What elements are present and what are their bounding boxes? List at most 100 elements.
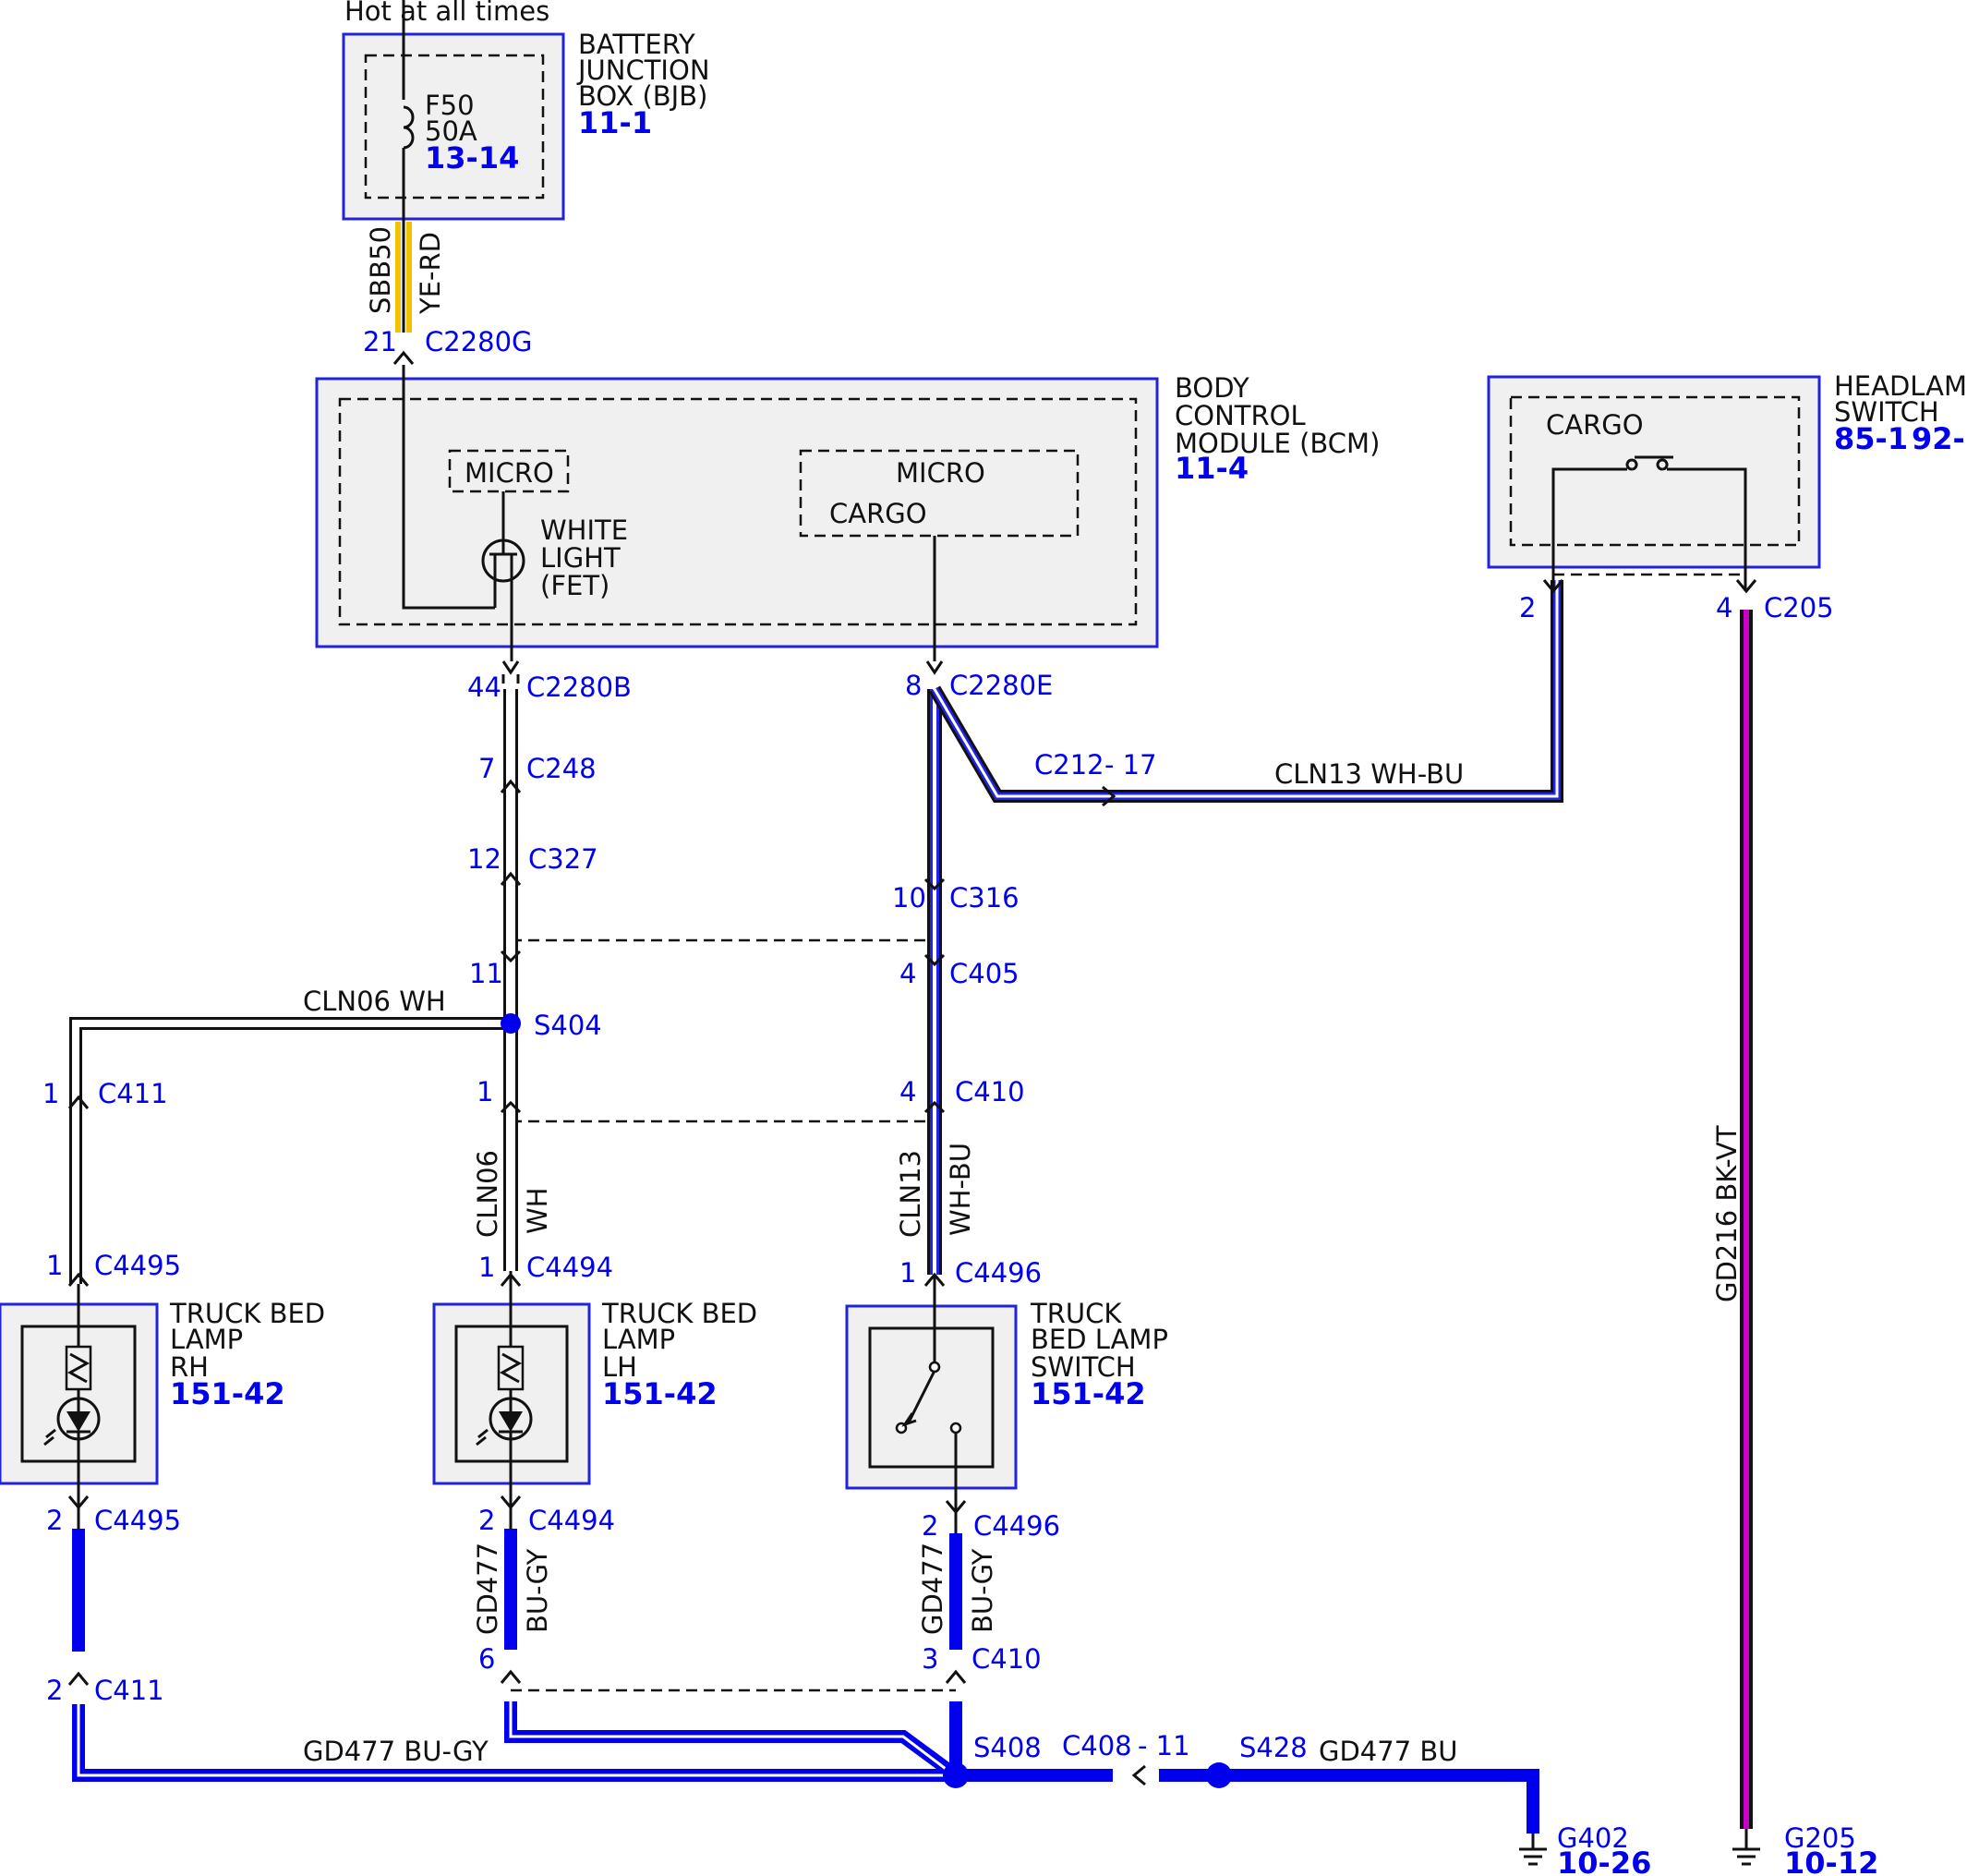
svg-text:C212: C212 xyxy=(1034,749,1104,781)
svg-text:CONTROL: CONTROL xyxy=(1175,400,1306,431)
svg-text:BU-GY: BU-GY xyxy=(522,1548,553,1633)
svg-text:C2280G: C2280G xyxy=(425,326,533,357)
svg-text:MICRO: MICRO xyxy=(896,457,985,489)
svg-text:(FET): (FET) xyxy=(540,570,609,601)
svg-text:S428: S428 xyxy=(1239,1732,1308,1763)
svg-text:1: 1 xyxy=(899,1257,916,1289)
svg-text:10-12: 10-12 xyxy=(1784,1846,1878,1876)
svg-text:44: 44 xyxy=(467,672,501,703)
svg-text:C4495: C4495 xyxy=(94,1505,181,1536)
svg-text:BOX (BJB): BOX (BJB) xyxy=(578,80,707,112)
fuse-ref: 13-14 xyxy=(425,140,519,175)
svg-text:11-1: 11-1 xyxy=(578,105,652,140)
svg-text:C411: C411 xyxy=(98,1078,168,1109)
svg-text:C4496: C4496 xyxy=(955,1257,1042,1289)
svg-text:7: 7 xyxy=(478,753,495,784)
splice-s428 xyxy=(1206,1762,1232,1788)
svg-text:C4494: C4494 xyxy=(528,1505,615,1536)
svg-text:BATTERY: BATTERY xyxy=(578,29,695,60)
svg-text:- 11: - 11 xyxy=(1138,1730,1190,1761)
svg-text:C248: C248 xyxy=(526,753,597,784)
splice-s404 xyxy=(501,1013,521,1034)
wire-label-cln13-whbu: CLN13 WH-BU xyxy=(1274,758,1464,790)
svg-text:C2280E: C2280E xyxy=(949,670,1053,701)
wire-label-yerd: YE-RD xyxy=(415,232,446,315)
svg-text:85-1: 85-1 xyxy=(1834,421,1908,456)
svg-text:G205: G205 xyxy=(1784,1822,1856,1854)
bcm-micro2-box xyxy=(799,449,1080,538)
splice-s408 xyxy=(943,1762,969,1788)
lamp-lh-symbol xyxy=(476,1271,533,1496)
svg-text:TRUCK BED: TRUCK BED xyxy=(601,1298,757,1329)
svg-text:4: 4 xyxy=(1716,592,1732,623)
svg-text:2: 2 xyxy=(922,1510,938,1542)
svg-text:LAMP: LAMP xyxy=(602,1324,675,1355)
wire-label-gd216: GD216 BK-VT xyxy=(1711,1125,1743,1302)
svg-text:SWITCH: SWITCH xyxy=(1834,396,1939,428)
svg-text:C2280B: C2280B xyxy=(526,672,632,703)
wire-label-gd477-bugy: GD477 BU-GY xyxy=(303,1736,489,1767)
svg-text:GD477: GD477 xyxy=(917,1543,948,1635)
svg-text:S404: S404 xyxy=(534,1010,602,1041)
switch-label: TRUCK BED LAMP SWITCH 151-42 xyxy=(1030,1298,1168,1411)
svg-text:C408: C408 xyxy=(1062,1730,1132,1761)
svg-text:WHITE: WHITE xyxy=(540,514,628,546)
bjb-label: BATTERY JUNCTION BOX (BJB) 11-1 xyxy=(576,29,710,140)
svg-text:LH: LH xyxy=(602,1351,637,1383)
headlamp-box xyxy=(1487,375,1821,569)
svg-text:BODY: BODY xyxy=(1175,372,1249,404)
svg-text:2: 2 xyxy=(1519,592,1536,623)
headlamp-inner xyxy=(1509,395,1801,547)
svg-text:G402: G402 xyxy=(1557,1822,1629,1854)
svg-text:- 17: - 17 xyxy=(1104,749,1157,781)
svg-text:MODULE (BCM): MODULE (BCM) xyxy=(1175,428,1380,459)
lamp-lh-label: TRUCK BED LAMP LH 151-42 xyxy=(601,1298,757,1411)
svg-text:C410: C410 xyxy=(971,1643,1042,1675)
svg-text:WH-BU: WH-BU xyxy=(945,1143,976,1236)
svg-text:RH: RH xyxy=(170,1351,209,1383)
svg-text:12: 12 xyxy=(467,843,501,875)
svg-text:2: 2 xyxy=(478,1505,495,1536)
ground-g402-icon xyxy=(1519,1834,1547,1866)
svg-text:4: 4 xyxy=(899,958,916,989)
svg-text:TRUCK: TRUCK xyxy=(1030,1298,1122,1329)
lamp-rh-label: TRUCK BED LAMP RH 151-42 xyxy=(169,1298,325,1411)
svg-text:JUNCTION: JUNCTION xyxy=(576,54,710,86)
wire-cln06-main xyxy=(503,689,518,1271)
svg-text:S408: S408 xyxy=(973,1732,1042,1763)
wire-label-cln06-wh: CLN06 WH xyxy=(303,986,446,1017)
svg-text:6: 6 xyxy=(478,1643,495,1675)
svg-text:LIGHT: LIGHT xyxy=(540,542,621,574)
svg-text:TRUCK BED: TRUCK BED xyxy=(169,1298,325,1329)
switch-symbol xyxy=(895,1275,962,1501)
headlamp-label: HEADLAMP SWITCH 85-1 92-1 xyxy=(1834,370,1967,456)
svg-text:BU-GY: BU-GY xyxy=(967,1548,998,1633)
bjb-inner xyxy=(364,54,545,200)
headlamp-cargo-switch xyxy=(1625,455,1673,471)
ground-g205-icon xyxy=(1732,1829,1760,1866)
svg-text:1: 1 xyxy=(478,1252,495,1283)
svg-text:MICRO: MICRO xyxy=(465,457,554,489)
svg-text:BED LAMP: BED LAMP xyxy=(1031,1324,1168,1355)
svg-text:C205: C205 xyxy=(1764,592,1834,623)
svg-text:151-42: 151-42 xyxy=(170,1376,285,1411)
svg-text:C4495: C4495 xyxy=(94,1250,181,1281)
fuse-rating: 50A xyxy=(425,115,477,147)
svg-text:10-26: 10-26 xyxy=(1557,1846,1651,1876)
svg-text:C327: C327 xyxy=(528,843,598,875)
svg-text:2: 2 xyxy=(46,1505,63,1536)
svg-text:C411: C411 xyxy=(94,1675,164,1706)
bcm-inner xyxy=(338,397,1138,626)
svg-text:CLN13: CLN13 xyxy=(895,1150,926,1238)
svg-text:SWITCH: SWITCH xyxy=(1031,1351,1136,1383)
svg-text:C410: C410 xyxy=(955,1076,1025,1107)
svg-text:11-4: 11-4 xyxy=(1175,451,1249,486)
svg-text:8: 8 xyxy=(905,670,922,701)
svg-text:C405: C405 xyxy=(949,958,1020,989)
svg-text:3: 3 xyxy=(922,1643,938,1675)
svg-text:C316: C316 xyxy=(949,882,1020,914)
bcm-box xyxy=(315,377,1159,648)
switch-inner xyxy=(868,1326,995,1469)
bcm-micro1-box xyxy=(448,449,570,493)
svg-text:1: 1 xyxy=(42,1078,59,1109)
